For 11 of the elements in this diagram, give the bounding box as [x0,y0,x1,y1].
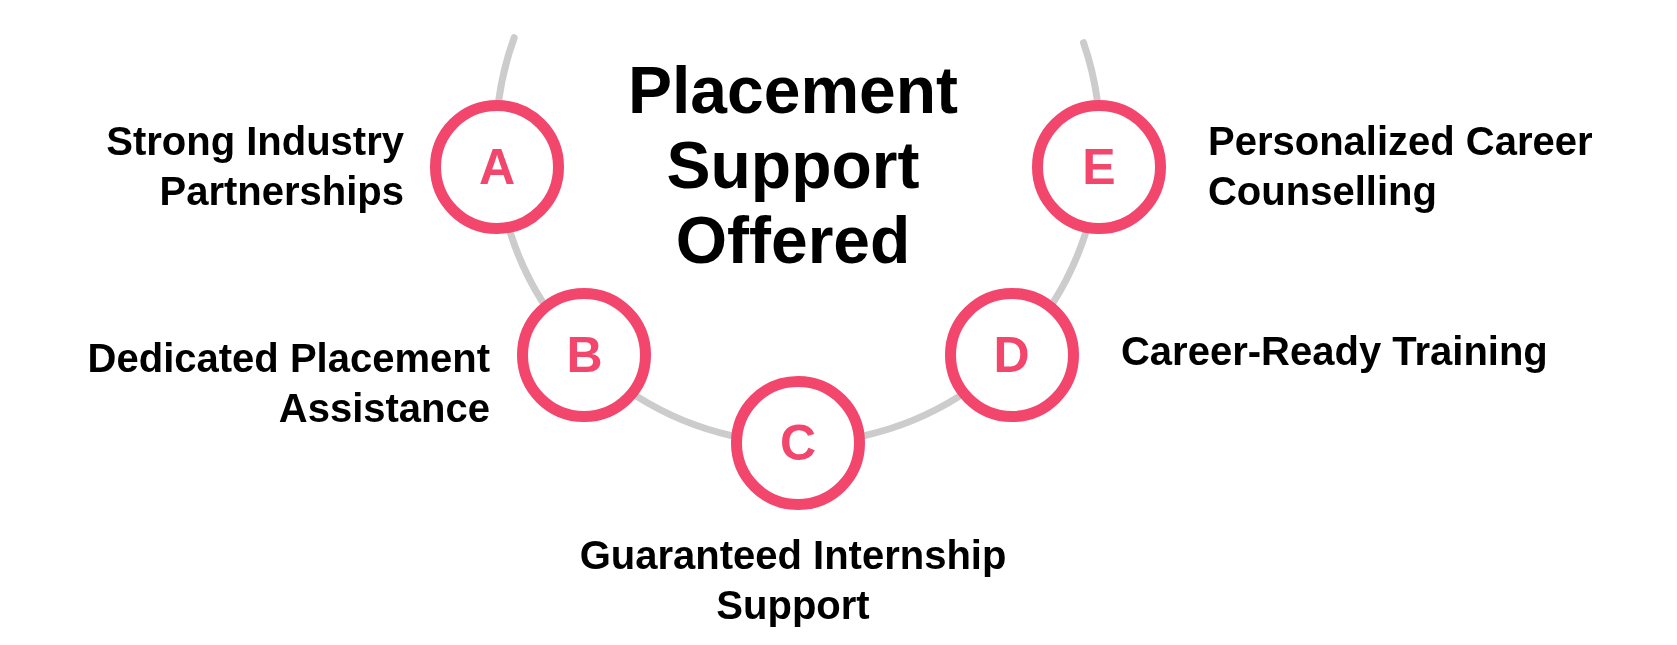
step-letter: B [566,329,603,380]
step-label: Guaranteed Internship Support [578,532,1008,629]
step-label: Personalized Career Counselling [1208,118,1594,215]
step-letter: A [479,142,516,193]
step-label: Dedicated Placement Assistance [86,335,490,432]
step-label: Strong Industry Partnerships [105,118,404,215]
step-label: Career-Ready Training [1121,328,1549,375]
diagram-title: Placement Support Offered [626,53,960,278]
step-letter: E [1082,142,1116,193]
step-letter: D [993,329,1030,380]
step-letter: C [779,418,817,468]
